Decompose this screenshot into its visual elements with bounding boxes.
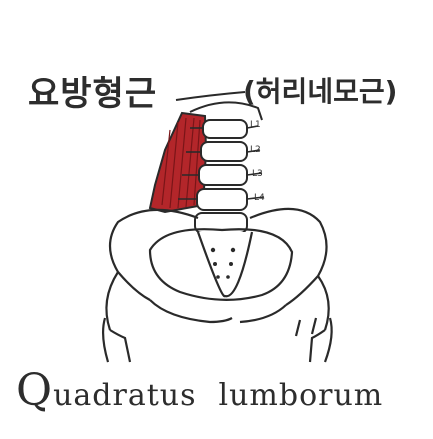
left-pubic-ramus [149, 299, 233, 324]
left-femur [101, 317, 132, 363]
vertebra-label-l2: L2 [250, 145, 261, 155]
sacral-foramina [210, 247, 236, 279]
vertebra-label-l1: L1 [250, 120, 261, 130]
korean-alt-title: (허리네모근) [243, 75, 398, 108]
vertebra-label-l4: L4 [254, 193, 265, 203]
english-title-word2: lumborum [218, 378, 384, 413]
femurs [101, 317, 333, 363]
english-title-initial: Q [16, 365, 54, 416]
vertebra-l2 [200, 141, 248, 162]
pelvic-inlet [148, 228, 294, 301]
sacrum [196, 231, 254, 298]
english-title: Quadratus lumborum [16, 365, 383, 416]
korean-title: 요방형근 [28, 74, 158, 114]
right-femur [308, 317, 333, 363]
left-iliac-crest [108, 208, 199, 301]
vertebra-l1 [202, 119, 248, 139]
right-hip-socket [317, 275, 330, 331]
title-pointer-line [175, 91, 246, 101]
vertebra-label-l3: L3 [252, 169, 263, 179]
pelvis [105, 207, 330, 331]
vertebra-l3 [198, 164, 248, 186]
vertebra-l4 [196, 188, 248, 211]
rib-outline [189, 101, 263, 121]
right-pubic-ramus [239, 304, 287, 324]
english-title-word1: uadratus [53, 378, 197, 413]
transverse-processes [178, 125, 265, 200]
right-thigh-mark [294, 317, 318, 337]
muscle-fiber-lines [161, 117, 201, 209]
left-hip-socket [105, 271, 119, 331]
right-iliac-crest [249, 207, 328, 306]
